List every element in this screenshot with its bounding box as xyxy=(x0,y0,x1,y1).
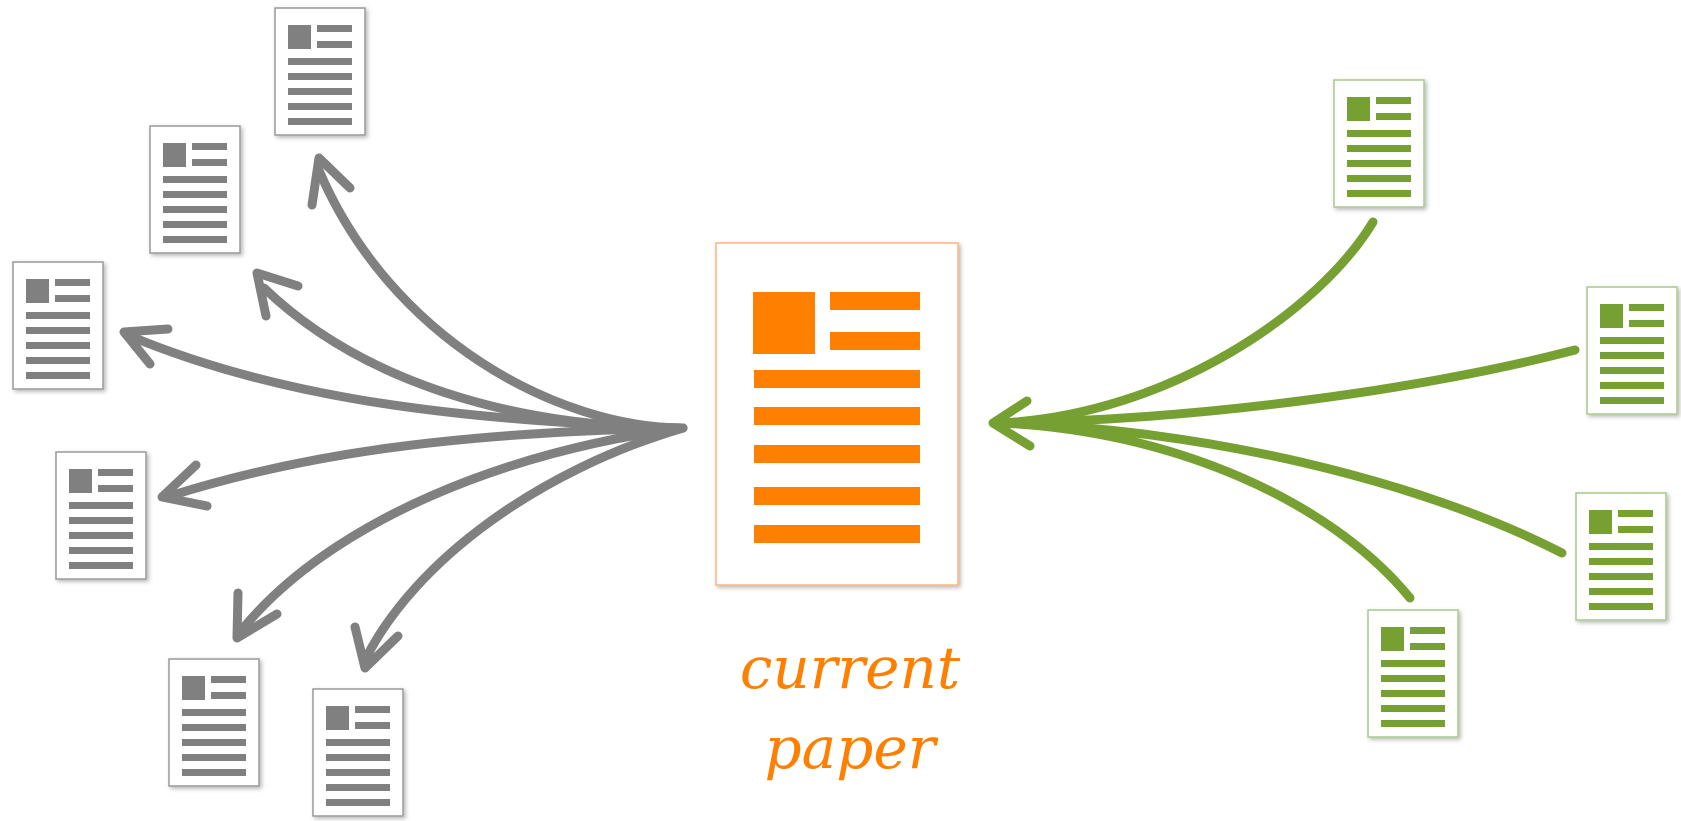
reference-papers xyxy=(12,7,404,817)
arrowhead xyxy=(988,396,1035,451)
caption-line-1: current xyxy=(739,634,961,702)
document-icon xyxy=(274,7,366,136)
document-icon xyxy=(1575,492,1667,621)
citation-arrow xyxy=(995,217,1378,428)
citation-arrow xyxy=(995,418,1415,603)
current-paper-caption: current paper xyxy=(700,628,1000,788)
document-icon xyxy=(1333,79,1425,208)
citing-papers xyxy=(1333,79,1678,738)
arrowhead xyxy=(350,622,403,673)
reference-arrow xyxy=(165,423,688,501)
reference-arrow xyxy=(313,163,688,433)
document-icon xyxy=(12,261,104,390)
arrowhead xyxy=(252,268,303,321)
arrowhead xyxy=(307,153,355,210)
document-icon xyxy=(1367,609,1459,738)
citation-arrow xyxy=(995,418,1567,558)
document-icon xyxy=(168,658,260,787)
current-paper xyxy=(715,242,959,586)
reference-arrow xyxy=(125,331,688,433)
document-icon xyxy=(55,451,147,580)
citation-arrow xyxy=(995,345,1580,428)
document-icon xyxy=(715,242,959,586)
document-icon xyxy=(312,688,404,817)
arrowhead xyxy=(157,460,212,511)
reference-arrows xyxy=(119,153,688,673)
arrowhead xyxy=(232,588,282,643)
document-icon xyxy=(149,125,241,254)
reference-arrow xyxy=(235,423,688,637)
caption-line-2: paper xyxy=(764,714,936,782)
document-icon xyxy=(1586,286,1678,415)
arrowhead xyxy=(119,324,173,369)
citation-arrows xyxy=(988,217,1580,603)
reference-arrow xyxy=(360,423,688,665)
